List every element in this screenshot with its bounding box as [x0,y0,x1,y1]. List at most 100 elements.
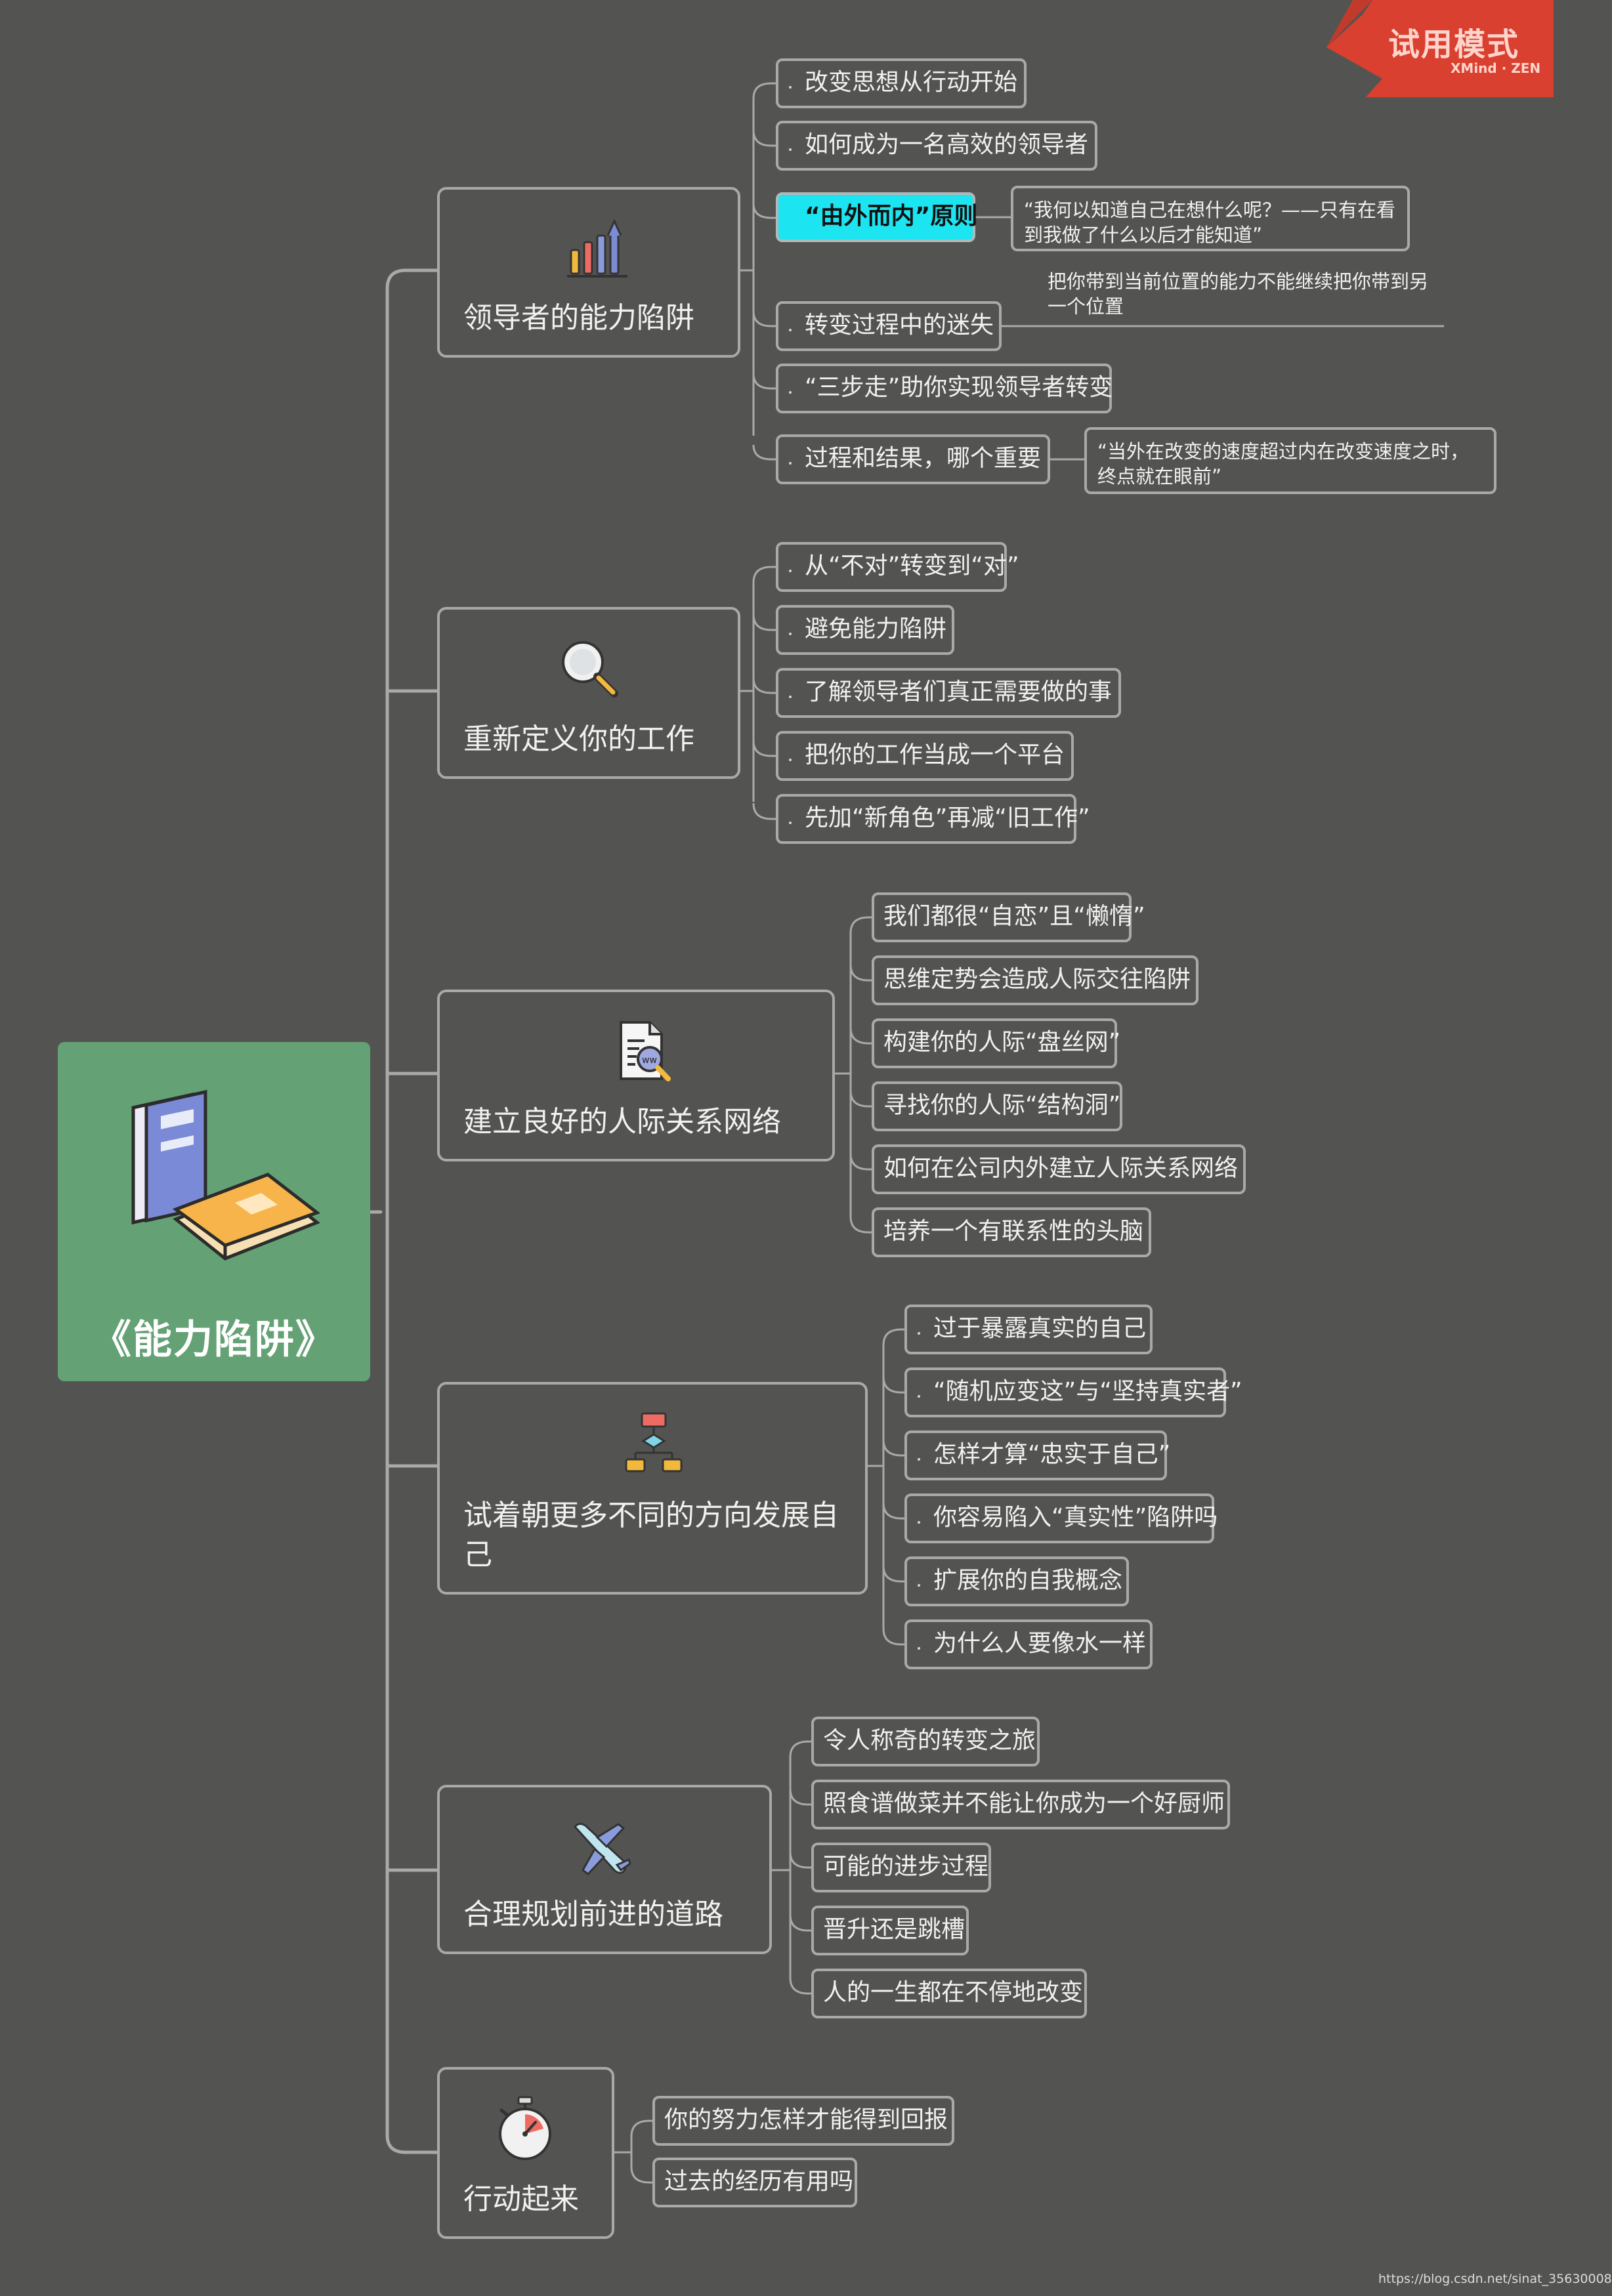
subtopic[interactable]: 人的一生都在不停地改变 [811,1969,1087,2018]
topic-redefine-work[interactable]: 重新定义你的工作 [437,607,740,779]
bullet-dot [789,759,792,761]
subtopic-label: 如何在公司内外建立人际关系网络 [883,1155,1239,1182]
bullet-dot [789,462,792,465]
note-lost-transition[interactable]: 把你带到当前位置的能力不能继续把你带到另一个位置 [1048,269,1441,319]
note-principle-quote[interactable]: “我何以知道自己在想什么呢？——只有在看到我做了什么以后才能知道” [1011,186,1410,251]
root-title: 《能力陷阱》 [92,1317,336,1363]
subtopic-highlighted[interactable]: “由外而内”原则 [776,192,978,242]
topic-label: 领导者的能力陷阱 [463,301,694,335]
subtopic-label: 我们都很“自恋”且“懒惰” [883,903,1145,930]
subtopic-label: 你的努力怎样才能得到回报 [664,2106,948,2133]
web-document-icon: ww [620,1021,671,1081]
subtopic-label: 令人称奇的转变之旅 [823,1727,1036,1754]
subtopic-label: 改变思想从行动开始 [805,69,1018,96]
topic-plan-road[interactable]: 合理规划前进的道路 [437,1785,772,1954]
subtopic[interactable]: 构建你的人际“盘丝网” [872,1018,1121,1068]
bullet-dot [789,633,792,635]
subtopic-label: 过去的经历有用吗 [664,2168,854,2195]
trial-mode-subtitle: XMind · ZEN [1451,60,1541,76]
trial-mode-badge [1326,0,1554,97]
subtopic-label: 寻找你的人际“结构洞” [883,1092,1121,1119]
bullet-dot [789,86,792,89]
subtopic[interactable]: “三步走”助你实现领导者转变 [776,364,1113,413]
topic-build-network[interactable]: ww 建立良好的人际关系网络 [437,990,835,1161]
subtopic[interactable]: 你容易陷入“真实性”陷阱吗 [904,1493,1218,1543]
airplane-icon [574,1823,631,1876]
subtopic[interactable]: 怎样才算“忠实于自己” [904,1430,1171,1480]
topic-develop-directions[interactable]: 试着朝更多不同的方向发展自己 [437,1382,868,1595]
subtopic[interactable]: 转变过程中的迷失 [776,301,1002,351]
topic-take-action[interactable]: 行动起来 [437,2067,614,2239]
subtopic-label: “由外而内”原则 [805,203,978,230]
bar-chart-icon [567,219,627,278]
subtopic-label: 过程和结果，哪个重要 [805,445,1042,472]
flowchart-icon [625,1412,683,1472]
subtopic[interactable]: “随机应变这”与“坚持真实者” [904,1367,1242,1417]
subtopic-label: “三步走”助你实现领导者转变 [805,374,1113,401]
bullet-dot [918,1332,920,1335]
subtopic-label: 为什么人要像水一样 [933,1630,1147,1657]
subtopic-label: 过于暴露真实的自己 [933,1315,1147,1342]
books-icon [131,1089,321,1261]
subtopic[interactable]: 了解领导者们真正需要做的事 [776,668,1121,718]
trial-ribbon-shape [1326,0,1554,97]
subtopic[interactable]: 把你的工作当成一个平台 [776,731,1074,781]
subtopic[interactable]: 你的努力怎样才能得到回报 [652,2096,954,2146]
watermark-url: https://blog.csdn.net/sinat_35630008 [1378,2272,1612,2286]
subtopic-label: 你容易陷入“真实性”陷阱吗 [933,1504,1218,1531]
subtopic[interactable]: 从“不对”转变到“对” [776,542,1019,592]
subtopic[interactable]: 令人称奇的转变之旅 [811,1717,1040,1766]
bullet-dot [918,1521,920,1524]
subtopic-label: 可能的进步过程 [823,1853,989,1880]
subtopic[interactable]: 如何成为一名高效的领导者 [776,121,1097,171]
subtopic[interactable]: 避免能力陷阱 [776,605,954,655]
subtopic-label: 人的一生都在不停地改变 [823,1979,1084,2006]
subtopic[interactable]: 可能的进步过程 [811,1843,991,1892]
topic-leader-ability-trap[interactable]: 领导者的能力陷阱 [437,187,740,358]
bullet-dot [789,391,792,394]
subtopic-label: 避免能力陷阱 [805,616,947,642]
bullet-dot [918,1584,920,1587]
subtopic[interactable]: 我们都很“自恋”且“懒惰” [872,892,1145,942]
subtopic-label: 从“不对”转变到“对” [805,553,1019,579]
bullet-dot [789,148,792,151]
subtopic[interactable]: 扩展你的自我概念 [904,1556,1129,1606]
note-text: “当外在改变的速度超过内在改变速度之时，终点就在眼前” [1097,440,1470,488]
root-topic[interactable]: 《能力陷阱》 [58,1042,370,1381]
bullet-dot [918,1458,920,1461]
subtopic-label: 怎样才算“忠实于自己” [933,1441,1171,1468]
subtopic[interactable]: 为什么人要像水一样 [904,1619,1153,1669]
subtopic-label: 如何成为一名高效的领导者 [805,131,1089,158]
svg-text:ww: ww [642,1055,657,1066]
subtopic-label: 培养一个有联系性的头脑 [883,1218,1144,1245]
subtopic[interactable]: 过程和结果，哪个重要 [776,434,1050,484]
subtopic[interactable]: 晋升还是跳槽 [811,1906,969,1955]
stopwatch-icon [499,2096,551,2160]
subtopic[interactable]: 培养一个有联系性的头脑 [872,1207,1151,1257]
topic-label: 重新定义你的工作 [463,722,694,756]
subtopic[interactable]: 先加“新角色”再减“旧工作” [776,794,1090,844]
subtopic[interactable]: 寻找你的人际“结构洞” [872,1081,1122,1131]
topic-label: 试着朝更多不同的方向发展自己 [463,1499,839,1572]
magnifier-icon [562,641,618,698]
subtopic-label: “随机应变这”与“坚持真实者” [933,1378,1242,1405]
subtopic[interactable]: 思维定势会造成人际交往陷阱 [872,955,1198,1005]
topic-label: 建立良好的人际关系网络 [463,1105,781,1138]
subtopic[interactable]: 照食谱做菜并不能让你成为一个好厨师 [811,1780,1230,1829]
subtopic-label: 构建你的人际“盘丝网” [883,1029,1121,1056]
subtopic[interactable]: 如何在公司内外建立人际关系网络 [872,1144,1246,1194]
subtopic-label: 把你的工作当成一个平台 [805,741,1065,768]
subtopic-label: 转变过程中的迷失 [805,312,994,339]
bullet-dot [918,1395,920,1398]
subtopic-label: 了解领导者们真正需要做的事 [805,678,1113,705]
note-change-speed-quote[interactable]: “当外在改变的速度超过内在改变速度之时，终点就在眼前” [1084,427,1496,494]
subtopic[interactable]: 过去的经历有用吗 [652,2158,857,2207]
topic-label: 行动起来 [463,2182,579,2216]
subtopic[interactable]: 改变思想从行动开始 [776,58,1027,108]
connector-lines [368,82,1444,2184]
note-text: “我何以知道自己在想什么呢？——只有在看到我做了什么以后才能知道” [1024,199,1396,246]
subtopic[interactable]: 过于暴露真实的自己 [904,1305,1153,1354]
topic-label: 合理规划前进的道路 [463,1898,723,1931]
mind-map-canvas: 试用模式 XMind · ZEN 《能力陷阱》 领导者的能力陷阱 改变思想从行动… [58,0,1612,2286]
subtopic-label: 扩展你的自我概念 [933,1567,1123,1594]
